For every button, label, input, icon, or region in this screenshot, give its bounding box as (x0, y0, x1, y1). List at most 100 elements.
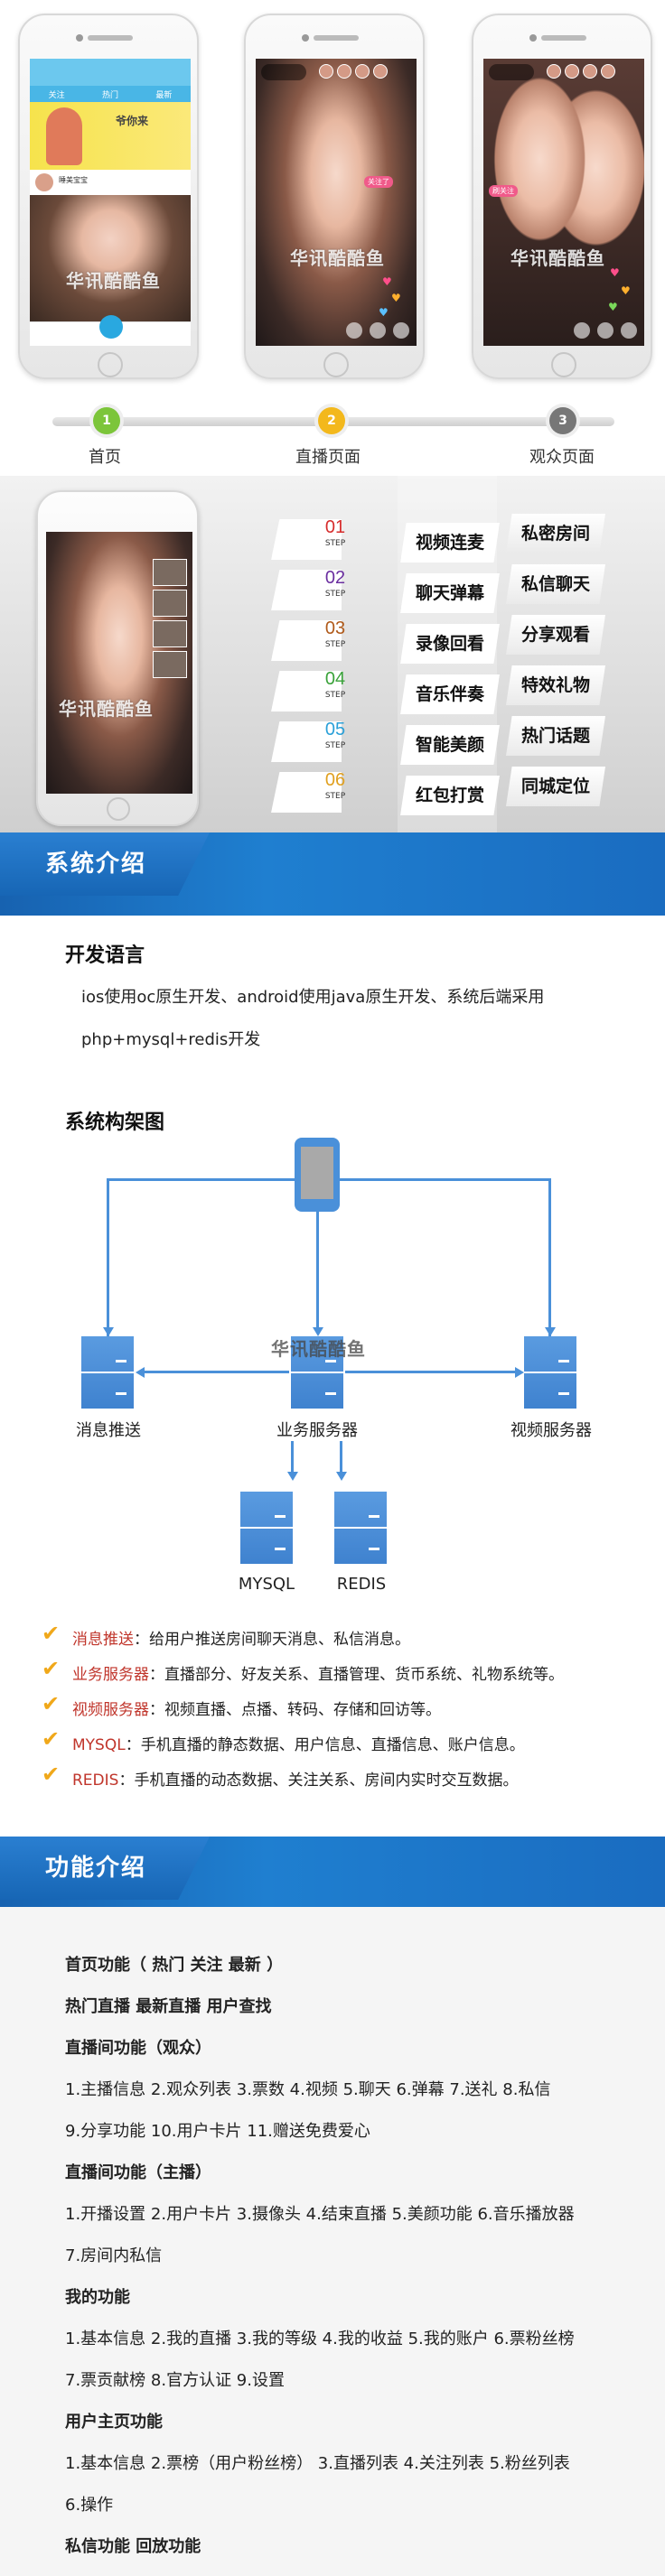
close-icon[interactable] (621, 322, 637, 339)
step-word: STEP (324, 741, 346, 750)
header-tab (0, 832, 210, 896)
close-icon[interactable] (393, 322, 409, 339)
feature-beauty: 智能美颜 (400, 725, 500, 765)
phone-audience: 刷关注 华讯酷酷鱼 ♥ ♥ ♥ (472, 14, 652, 379)
avatar (35, 173, 53, 191)
step-word: STEP (324, 640, 346, 649)
func-line-14: 6.操作 (65, 2496, 114, 2515)
home-button (107, 797, 130, 821)
connector (107, 1178, 109, 1368)
business-server-label: 业务服务器 (276, 1421, 358, 1440)
bullet-key: 视频服务器 (72, 1701, 149, 1719)
thumb[interactable] (153, 651, 187, 678)
user-name: 睡美宝宝 (59, 176, 88, 184)
viewer-avatar[interactable] (565, 64, 579, 79)
feature-hot-topics: 热门话题 (506, 716, 605, 756)
camera-icon (302, 34, 309, 42)
architecture-title: 系统构架图 (65, 1111, 165, 1134)
connector (145, 1371, 289, 1373)
func-line-7: 1.开播设置 2.用户卡片 3.摄像头 4.结束直播 5.美颜功能 6.音乐播放… (65, 2205, 575, 2224)
bullet-key: 消息推送 (72, 1631, 134, 1649)
feature-replay: 录像回看 (400, 624, 500, 664)
step-label-live: 直播页面 (295, 448, 361, 467)
tab-hot[interactable]: 热门 (101, 90, 118, 100)
home-tabs: 关注 热门 最新 (30, 86, 191, 102)
viewer-avatar[interactable] (547, 64, 561, 79)
system-title: 系统介绍 (45, 851, 147, 878)
check-icon: ✔ (42, 1621, 61, 1646)
functions-section: 首页功能（ 热门 关注 最新 ） 热门直播 最新直播 用户查找 直播间功能（观众… (0, 1907, 665, 2576)
check-icon: ✔ (42, 1691, 61, 1716)
step-card (271, 671, 342, 711)
host-info[interactable] (261, 64, 306, 80)
connector (345, 1371, 515, 1373)
bullet-text: ：手机直播的动态数据、关注关系、房间内实时交互数据。 (118, 1772, 519, 1790)
thumb[interactable] (153, 590, 187, 617)
func-line-12: 用户主页功能 (65, 2413, 163, 2432)
step-card (271, 519, 342, 560)
step-card (271, 620, 342, 661)
viewer-avatar[interactable] (583, 64, 597, 79)
live-screen: 关注了 华讯酷酷鱼 ♥ ♥ ♥ (256, 59, 417, 346)
video-server-label: 视频服务器 (510, 1421, 592, 1440)
tab-latest[interactable]: 最新 (155, 90, 173, 100)
heart-icon: ♥ (608, 301, 618, 313)
thumb[interactable] (153, 620, 187, 647)
chat-icon[interactable] (574, 322, 590, 339)
viewer-avatar[interactable] (355, 64, 370, 79)
home-button (98, 352, 123, 377)
system-header: 系统介绍 (0, 832, 665, 916)
watermark: 华讯酷酷鱼 (66, 270, 161, 292)
share-icon[interactable] (370, 322, 386, 339)
dev-language-line1: ios使用oc原生开发、android使用java原生开发、系统后端采用 (81, 988, 545, 1007)
feature-video-link: 视频连麦 (400, 523, 500, 563)
func-line-2: 热门直播 最新直播 用户查找 (65, 1997, 272, 2016)
viewer-avatar[interactable] (337, 64, 351, 79)
thumb[interactable] (153, 559, 187, 586)
dev-language-line2: php+mysql+redis开发 (81, 1030, 261, 1049)
home-banner[interactable]: 爷你来 (30, 102, 191, 170)
viewer-avatar[interactable] (373, 64, 388, 79)
speaker-icon (88, 35, 133, 41)
bullet-key: MYSQL (72, 1736, 126, 1754)
heart-icon: ♥ (382, 275, 392, 288)
feature-red-packet: 红包打赏 (400, 776, 500, 815)
video-server-icon (524, 1336, 576, 1409)
chat-icon[interactable] (346, 322, 362, 339)
live-cover-photo[interactable] (30, 195, 191, 321)
check-icon: ✔ (42, 1762, 61, 1787)
step-number: 05 (324, 720, 346, 739)
gift-icon[interactable] (597, 322, 613, 339)
tab-follow[interactable]: 关注 (48, 90, 65, 100)
arrow-down-icon (287, 1472, 298, 1481)
banner-figure (46, 107, 82, 165)
live-user-row[interactable]: 睡美宝宝 (30, 170, 191, 195)
heart-icon: ♥ (621, 284, 631, 297)
step-word: STEP (324, 590, 346, 599)
host-info[interactable] (489, 64, 534, 80)
bullet-business: ✔ 业务服务器：直播部分、好友关系、直播管理、货币系统、礼物系统等。 (42, 1656, 564, 1684)
redis-label: REDIS (336, 1575, 387, 1594)
func-line-1: 首页功能（ 热门 关注 最新 ） (65, 1956, 284, 1975)
camera-button[interactable] (99, 315, 123, 339)
viewer-avatar[interactable] (319, 64, 333, 79)
bottom-tab-bar (30, 315, 191, 346)
connector (340, 1178, 549, 1181)
arrow-down-icon (103, 1327, 114, 1336)
dev-language-title: 开发语言 (65, 944, 145, 967)
status-bar (30, 59, 191, 86)
arrow-left-icon (136, 1367, 145, 1378)
push-server-icon (81, 1336, 134, 1409)
viewer-avatar[interactable] (601, 64, 615, 79)
step-dot-2: 2 (318, 407, 345, 434)
mysql-label: MYSQL (238, 1575, 295, 1594)
architecture-diagram: 华讯酷酷鱼 消息推送 业务服务器 视频服务器 MYSQL REDIS (0, 1138, 665, 1607)
gift-tag: 刷关注 (489, 185, 518, 197)
arrow-down-icon (545, 1327, 556, 1336)
feature-location: 同城定位 (506, 767, 605, 806)
func-line-13: 1.基本信息 2.票榜（用户粉丝榜） 3.直播列表 4.关注列表 5.粉丝列表 (65, 2454, 570, 2473)
thumb-list (153, 559, 189, 682)
step-number: 01 (324, 517, 346, 537)
step-card (271, 772, 342, 813)
step-label-home: 首页 (89, 448, 121, 467)
